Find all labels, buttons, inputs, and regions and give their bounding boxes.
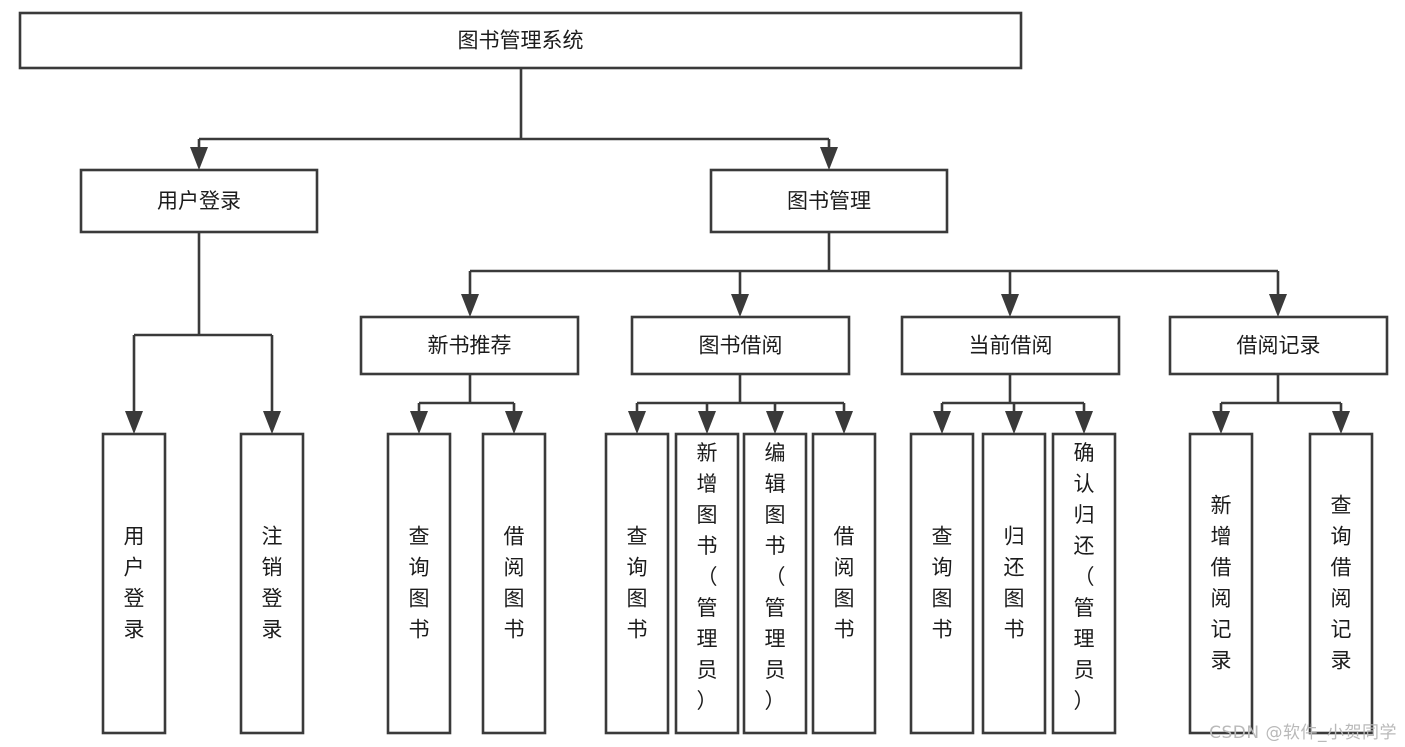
- book-borrow-to-leaves-drop-0-arrowhead: [628, 411, 646, 434]
- node-current-borrow[interactable]: 当前借阅: [900, 315, 1121, 376]
- node-current-borrow-box[interactable]: [900, 315, 1121, 376]
- node-new-book-recommend-label: 新书推荐: [428, 334, 512, 358]
- book-borrow-to-leaves-drop-1-arrowhead: [698, 411, 716, 434]
- connector-layer: [125, 68, 1350, 434]
- node-book-borrow-box[interactable]: [630, 315, 851, 376]
- node-leaf-query-book-current[interactable]: 查询图书: [909, 432, 975, 735]
- root-to-level2-drop-0-arrowhead: [190, 147, 208, 170]
- node-book-borrow-label: 图书借阅: [699, 334, 783, 358]
- node-user-login-box[interactable]: [79, 168, 319, 234]
- user-login-to-leaves-drop-0-arrowhead: [125, 411, 143, 434]
- root-to-level2-drop-1-arrowhead: [820, 147, 838, 170]
- new-book-to-leaves-drop-1-arrowhead: [505, 411, 523, 434]
- node-borrow-record-box[interactable]: [1168, 315, 1389, 376]
- node-leaf-borrow-book-label: 借阅图书: [834, 525, 855, 642]
- node-leaf-query-book-current-label: 查询图书: [932, 525, 953, 642]
- node-book-manage-label: 图书管理: [787, 189, 871, 213]
- node-leaf-logout[interactable]: 注销登录: [239, 432, 305, 735]
- node-leaf-query-book-current-box[interactable]: [909, 432, 975, 735]
- book-borrow-to-leaves-drop-3-arrowhead: [835, 411, 853, 434]
- node-leaf-return-book-box[interactable]: [981, 432, 1047, 735]
- node-leaf-add-borrow-record[interactable]: 新增借阅记录: [1188, 432, 1254, 735]
- node-leaf-borrow-book-new-label: 借阅图书: [504, 525, 525, 642]
- book-manage-to-level3-drop-3-arrowhead: [1269, 294, 1287, 317]
- node-leaf-add-borrow-record-label: 新增借阅记录: [1211, 494, 1232, 673]
- node-leaf-logout-label: 注销登录: [262, 525, 283, 642]
- node-leaf-user-login[interactable]: 用户登录: [101, 432, 167, 735]
- node-leaf-return-book-label: 归还图书: [1004, 525, 1025, 642]
- node-borrow-record[interactable]: 借阅记录: [1168, 315, 1389, 376]
- node-leaf-add-book-admin-box[interactable]: [674, 432, 740, 735]
- node-leaf-query-book-borrow[interactable]: 查询图书: [604, 432, 670, 735]
- book-manage-to-level3-drop-2-arrowhead: [1001, 294, 1019, 317]
- node-leaf-query-borrow-record[interactable]: 查询借阅记录: [1308, 432, 1374, 735]
- node-book-borrow[interactable]: 图书借阅: [630, 315, 851, 376]
- book-borrow-to-leaves-drop-2-arrowhead: [766, 411, 784, 434]
- node-leaf-confirm-return-admin-box[interactable]: [1051, 432, 1117, 735]
- node-leaf-confirm-return-admin[interactable]: 确认归还（管理员）: [1051, 432, 1117, 735]
- node-book-manage[interactable]: 图书管理: [709, 168, 949, 234]
- node-leaf-borrow-book-new-box[interactable]: [481, 432, 547, 735]
- node-leaf-edit-book-admin-box[interactable]: [742, 432, 808, 735]
- node-user-login[interactable]: 用户登录: [79, 168, 319, 234]
- node-leaf-edit-book-admin-label: 编辑图书（管理员）: [765, 441, 786, 713]
- borrow-record-to-leaves-drop-0-arrowhead: [1212, 411, 1230, 434]
- node-leaf-add-book-admin[interactable]: 新增图书（管理员）: [674, 432, 740, 735]
- current-borrow-to-leaves-drop-0-arrowhead: [933, 411, 951, 434]
- node-current-borrow-label: 当前借阅: [969, 334, 1053, 358]
- node-leaf-return-book[interactable]: 归还图书: [981, 432, 1047, 735]
- node-leaf-user-login-label: 用户登录: [124, 525, 145, 642]
- node-root-system[interactable]: 图书管理系统: [18, 11, 1023, 70]
- node-root-system-box[interactable]: [18, 11, 1023, 70]
- csdn-watermark: CSDN @软件_小贺同学: [1209, 723, 1397, 743]
- node-layer: 图书管理系统用户登录图书管理新书推荐图书借阅当前借阅借阅记录用户登录注销登录查询…: [18, 11, 1389, 735]
- node-root-system-label: 图书管理系统: [458, 29, 584, 53]
- current-borrow-to-leaves-drop-2-arrowhead: [1075, 411, 1093, 434]
- node-new-book-recommend[interactable]: 新书推荐: [359, 315, 580, 376]
- node-leaf-query-book-borrow-label: 查询图书: [627, 525, 648, 642]
- node-leaf-add-book-admin-label: 新增图书（管理员）: [697, 441, 718, 713]
- node-leaf-user-login-box[interactable]: [101, 432, 167, 735]
- book-manage-to-level3-drop-0-arrowhead: [461, 294, 479, 317]
- node-leaf-query-borrow-record-label: 查询借阅记录: [1331, 494, 1352, 673]
- node-leaf-query-book-borrow-box[interactable]: [604, 432, 670, 735]
- node-borrow-record-label: 借阅记录: [1237, 334, 1321, 358]
- node-leaf-borrow-book-box[interactable]: [811, 432, 877, 735]
- node-leaf-query-book-new[interactable]: 查询图书: [386, 432, 452, 735]
- node-user-login-label: 用户登录: [157, 189, 241, 213]
- current-borrow-to-leaves-drop-1-arrowhead: [1005, 411, 1023, 434]
- book-manage-to-level3-drop-1-arrowhead: [731, 294, 749, 317]
- borrow-record-to-leaves-drop-1-arrowhead: [1332, 411, 1350, 434]
- node-leaf-add-borrow-record-box[interactable]: [1188, 432, 1254, 735]
- node-leaf-confirm-return-admin-label: 确认归还（管理员）: [1074, 441, 1095, 713]
- node-new-book-recommend-box[interactable]: [359, 315, 580, 376]
- node-leaf-logout-box[interactable]: [239, 432, 305, 735]
- node-leaf-query-borrow-record-box[interactable]: [1308, 432, 1374, 735]
- new-book-to-leaves-drop-0-arrowhead: [410, 411, 428, 434]
- node-leaf-query-book-new-box[interactable]: [386, 432, 452, 735]
- user-login-to-leaves-drop-1-arrowhead: [263, 411, 281, 434]
- node-leaf-borrow-book-new[interactable]: 借阅图书: [481, 432, 547, 735]
- node-leaf-edit-book-admin[interactable]: 编辑图书（管理员）: [742, 432, 808, 735]
- node-book-manage-box[interactable]: [709, 168, 949, 234]
- node-leaf-query-book-new-label: 查询图书: [409, 525, 430, 642]
- node-leaf-borrow-book[interactable]: 借阅图书: [811, 432, 877, 735]
